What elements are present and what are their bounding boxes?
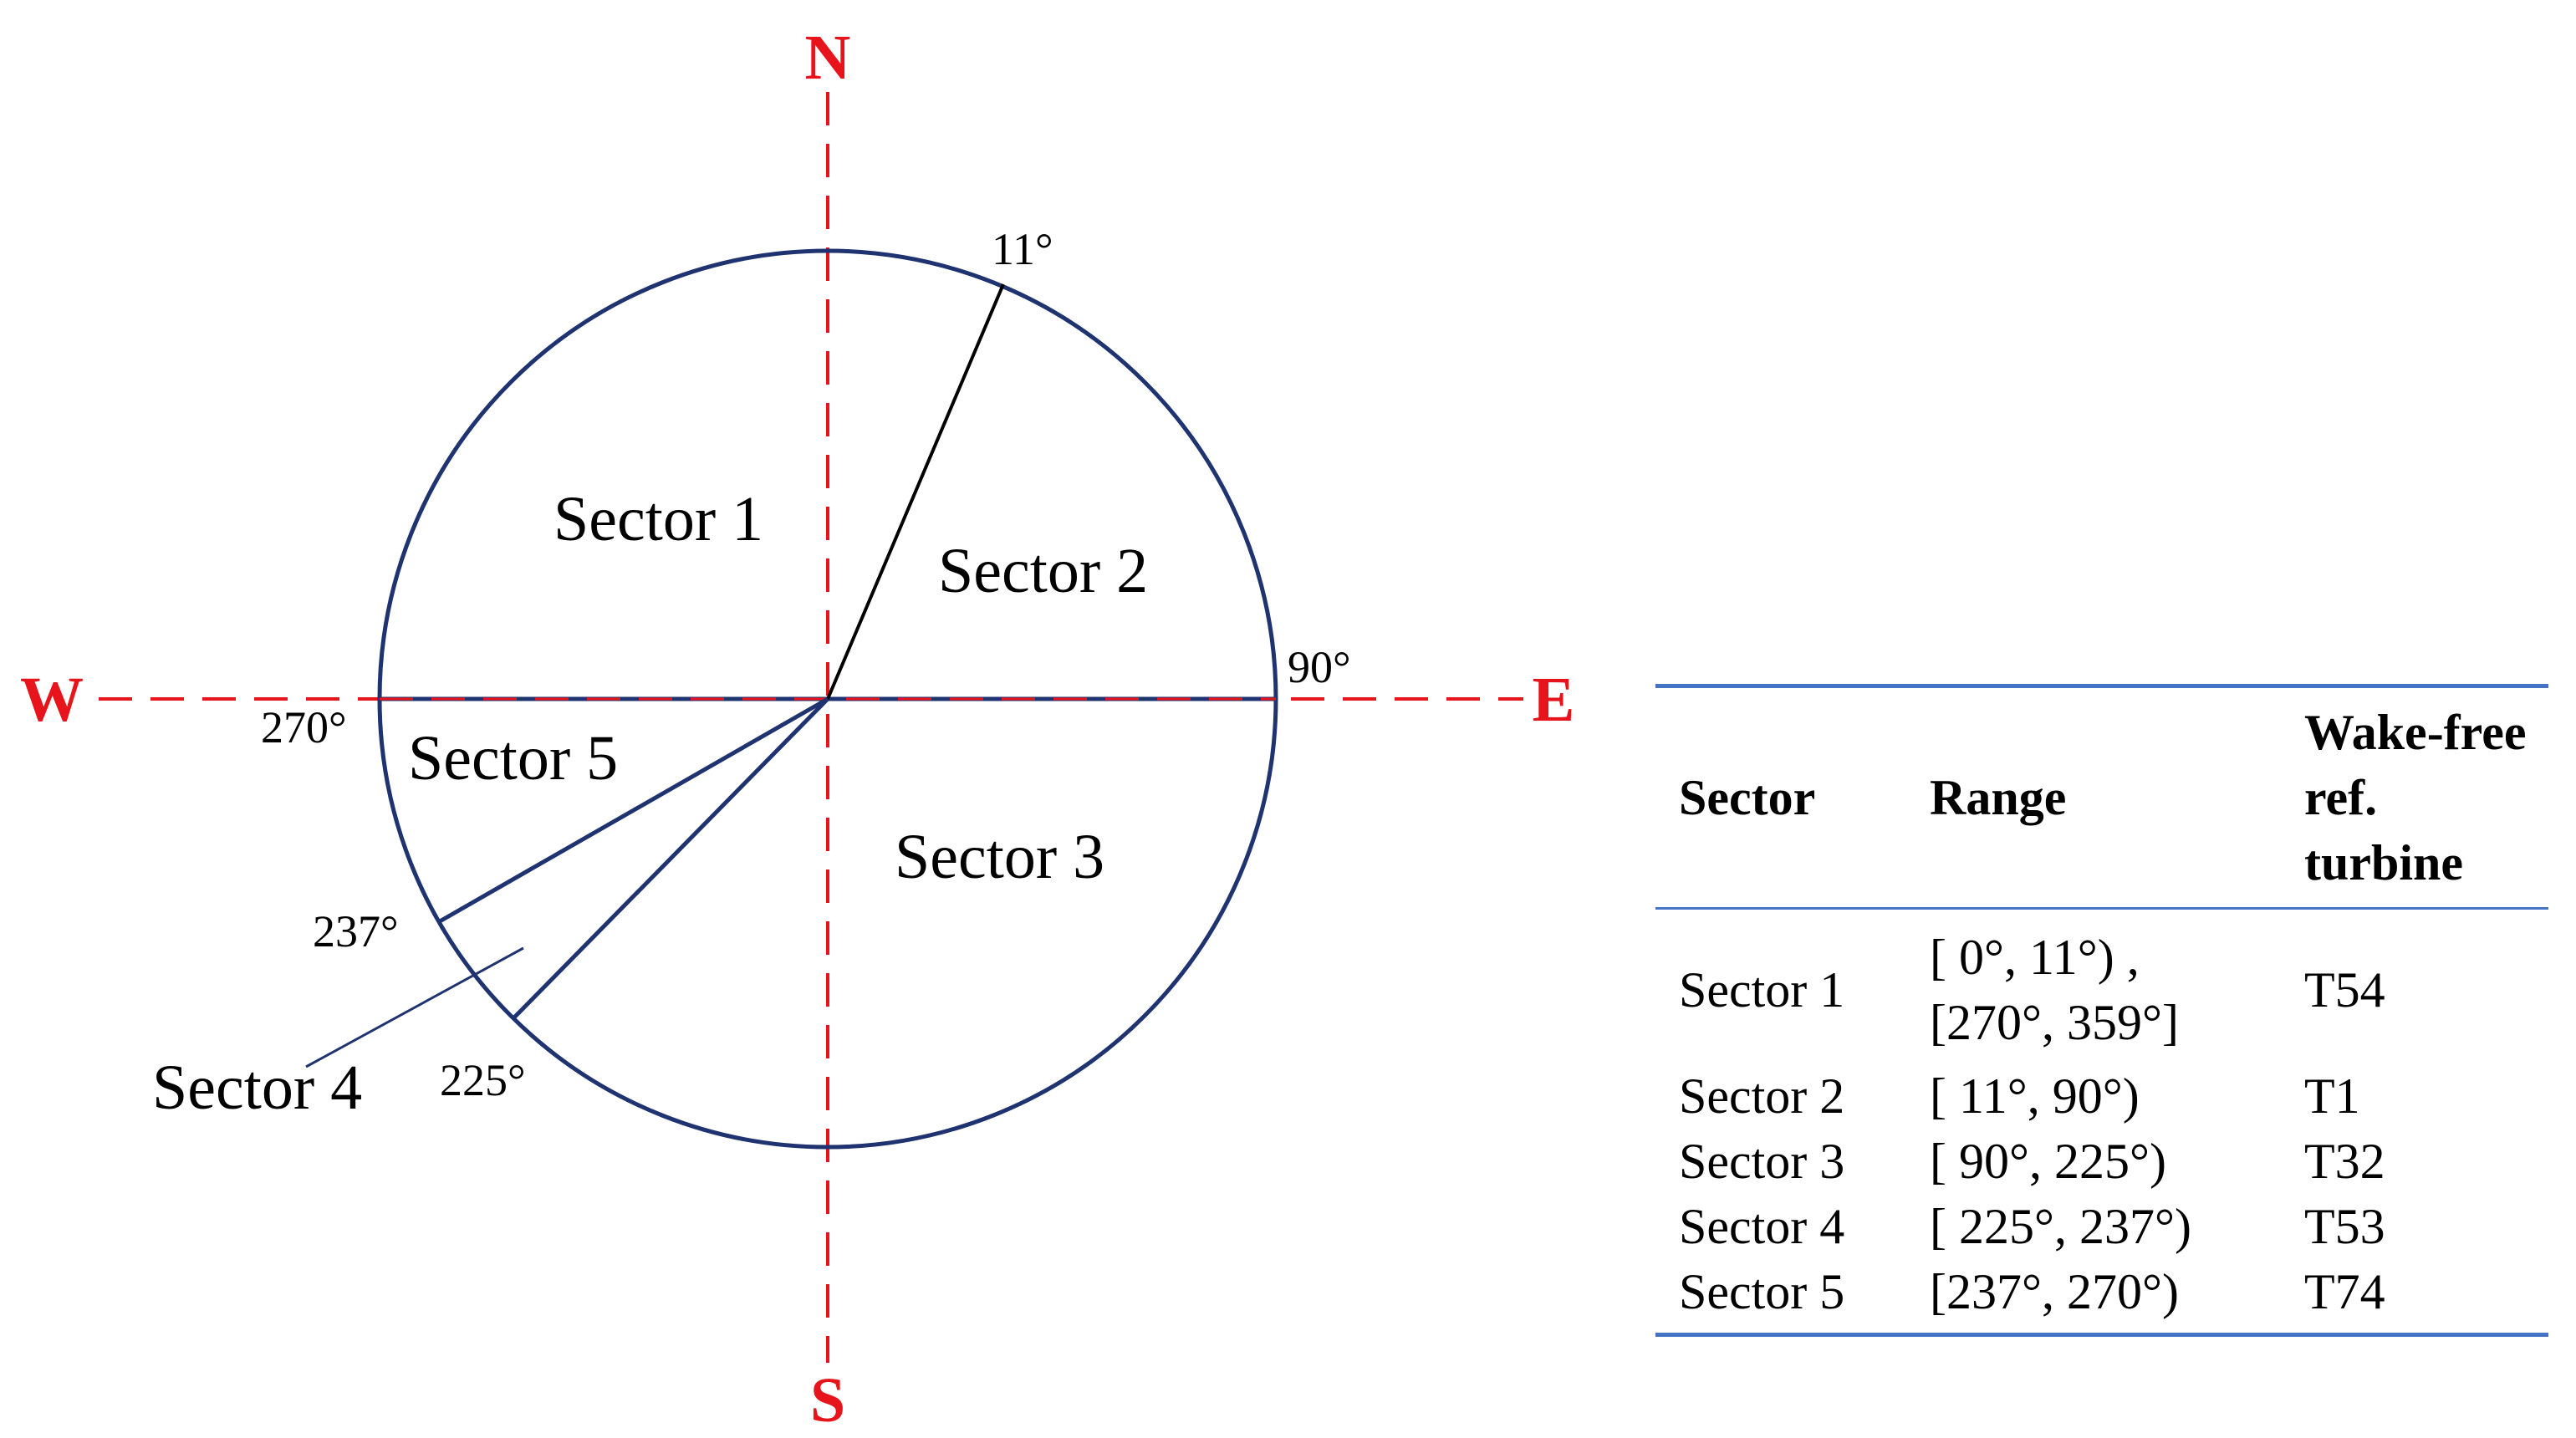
south-label: S <box>810 1365 845 1435</box>
header-range: Range <box>1930 770 2067 825</box>
header-sector: Sector <box>1679 770 1816 825</box>
sector-2-label: Sector 2 <box>938 536 1148 606</box>
cell-sector: Sector 1 <box>1679 962 1845 1017</box>
west-label: W <box>20 665 84 735</box>
sector-3-label: Sector 3 <box>895 822 1104 892</box>
angle-label-11: 11° <box>992 224 1053 274</box>
cell-turbine: T1 <box>2304 1068 2360 1124</box>
cell-range: [ 11°, 90°) <box>1930 1068 2140 1124</box>
boundary-237-degrees <box>438 696 829 924</box>
boundary-225-degrees <box>512 697 829 1020</box>
east-label: E <box>1533 665 1575 735</box>
table-header-row: Sector Range Wake-free ref. turbine <box>1655 686 2548 909</box>
table-row: Sector 3 [ 90°, 225°) T32 <box>1655 1129 2548 1194</box>
table-row: Sector 1 [ 0°, 11°) , [270°, 359°] T54 <box>1655 909 2548 1064</box>
header-turbine-line1: Wake-free <box>2304 705 2527 760</box>
header-turbine-line2: ref. turbine <box>2304 770 2464 890</box>
table-row: Sector 5 [237°, 270°) T74 <box>1655 1259 2548 1335</box>
cell-sector: Sector 5 <box>1679 1264 1845 1319</box>
cell-range: [ 90°, 225°) <box>1930 1134 2166 1189</box>
cell-range-line2: [270°, 359°] <box>1930 995 2179 1050</box>
sector-diagram: N E S W 11° 90° 270° 237° 225° Sector 1 … <box>20 23 1575 1435</box>
sector-4-leader-line <box>305 946 524 1068</box>
cell-turbine: T32 <box>2304 1134 2385 1189</box>
cell-turbine: T54 <box>2304 962 2385 1017</box>
boundary-11-degrees <box>826 283 1005 700</box>
angle-label-237: 237° <box>313 906 399 956</box>
table-row: Sector 4 [ 225°, 237°) T53 <box>1655 1194 2548 1259</box>
cell-sector: Sector 4 <box>1679 1199 1845 1254</box>
sector-5-label: Sector 5 <box>408 723 618 793</box>
sector-4-label: Sector 4 <box>152 1053 362 1123</box>
angle-label-225: 225° <box>440 1055 526 1105</box>
header-turbine: Wake-free ref. turbine <box>2281 686 2548 909</box>
north-label: N <box>805 23 851 93</box>
cell-range: [ 0°, 11°) , [270°, 359°] <box>1906 909 2281 1064</box>
sector-1-label: Sector 1 <box>553 484 763 554</box>
sector-table: Sector Range Wake-free ref. turbine Sect… <box>1655 684 2548 1337</box>
cell-range: [ 225°, 237°) <box>1930 1199 2191 1254</box>
cell-range-line1: [ 0°, 11°) , <box>1930 930 2140 985</box>
angle-label-90: 90° <box>1288 642 1351 692</box>
cell-turbine: T53 <box>2304 1199 2385 1254</box>
table-row: Sector 2 [ 11°, 90°) T1 <box>1655 1063 2548 1129</box>
angle-label-270: 270° <box>261 702 347 752</box>
cell-sector: Sector 3 <box>1679 1134 1845 1189</box>
cell-turbine: T74 <box>2304 1264 2385 1319</box>
cell-sector: Sector 2 <box>1679 1068 1845 1124</box>
cell-range: [237°, 270°) <box>1930 1264 2179 1319</box>
